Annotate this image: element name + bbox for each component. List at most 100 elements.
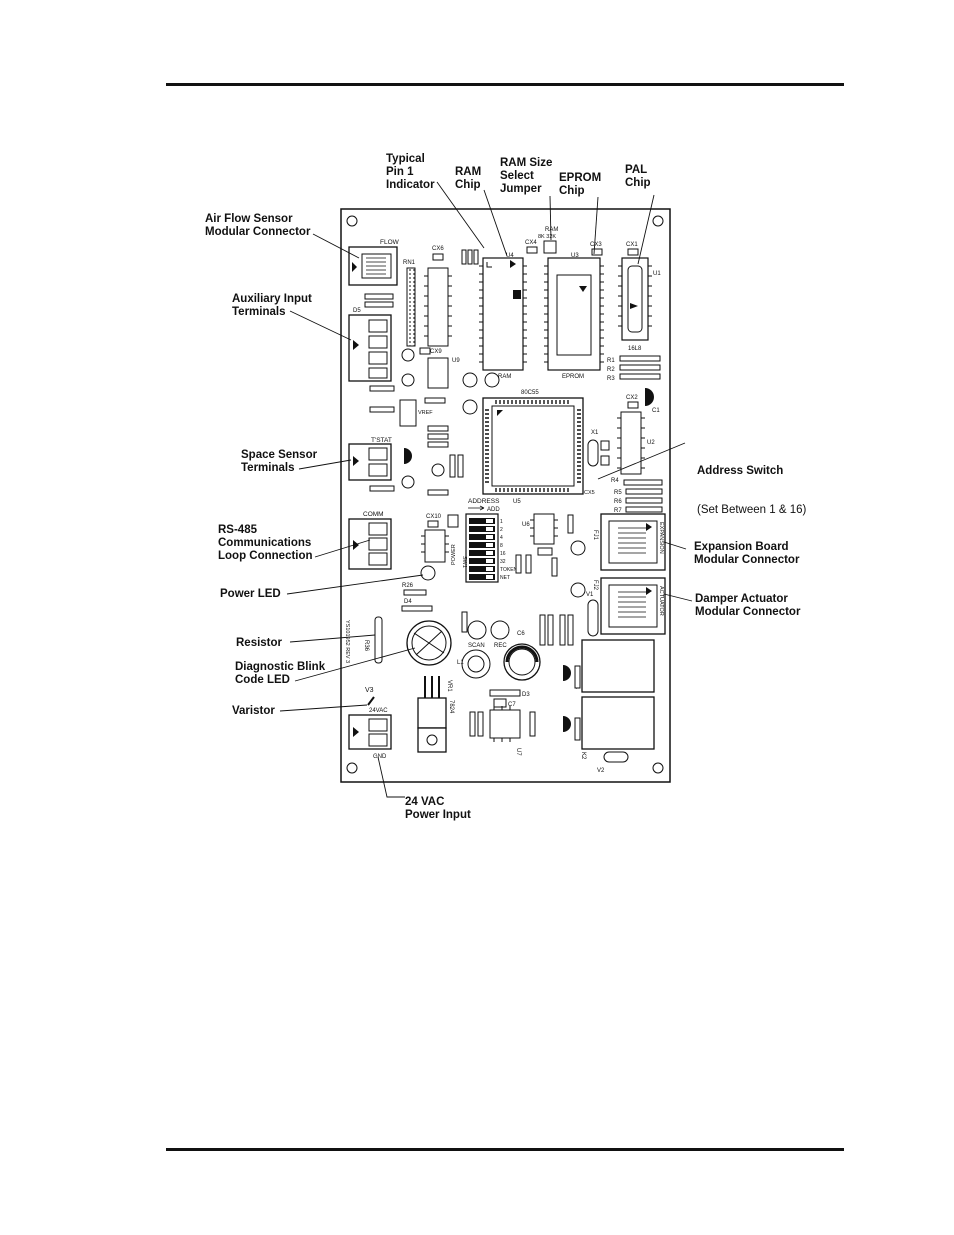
cx1-label: CX1 — [626, 242, 638, 248]
c9-cap — [462, 372, 478, 388]
dip-switch-knob — [486, 535, 493, 539]
u2-label: U2 — [647, 440, 655, 446]
dip-switch-label: 2 — [500, 527, 503, 533]
add-label: ADD — [487, 507, 500, 513]
address-switch-title: Address Switch — [697, 465, 784, 477]
dip-switch-knob — [486, 567, 493, 571]
c4-cap — [570, 582, 586, 598]
cx3-label: CX3 — [590, 242, 602, 248]
vac24-terminal-block — [348, 714, 392, 750]
dip-switch-knob — [486, 519, 493, 523]
ram-label: RAM — [498, 374, 511, 380]
r36-label: R36 — [363, 640, 369, 652]
u2-chip — [617, 411, 645, 475]
d4-label: D4 — [404, 599, 412, 605]
l1-inductor — [461, 649, 491, 679]
r19-r20-resistors — [449, 454, 464, 478]
dip-switch-8 — [469, 574, 495, 580]
cx6-cap — [432, 253, 444, 261]
v3-varistor — [367, 696, 375, 706]
cx2-cap — [627, 401, 639, 409]
flow-label: FLOW — [380, 239, 400, 246]
d5-label: D5 — [353, 308, 361, 314]
c5-cap — [537, 547, 553, 556]
dip-switch-4 — [469, 542, 495, 548]
diagnostic-led-callout: Diagnostic Blink Code LED — [235, 661, 326, 686]
dip-switch-7 — [469, 566, 495, 572]
power-label: POWER — [451, 544, 457, 565]
c14-cap — [401, 373, 415, 387]
v1-varistor — [587, 599, 599, 637]
u5-cpu-chip — [482, 397, 584, 495]
aux-input-callout: Auxiliary Input Terminals — [232, 293, 312, 318]
d1-diode — [574, 665, 581, 689]
fj1-label: FJ1 — [592, 530, 598, 541]
sw1-label: SW1 — [461, 556, 467, 568]
rs485-callout: RS-485 Communications Loop Connection — [218, 524, 313, 562]
cpu-label: 80C55 — [521, 390, 539, 396]
address-label: ADDRESS — [468, 498, 500, 505]
r1-r3-resistors — [619, 355, 661, 380]
r2-label: R2 — [607, 367, 615, 373]
u5-label: U5 — [513, 499, 521, 505]
u4-ram-chip — [479, 257, 527, 371]
c6-capacitor — [503, 643, 541, 681]
r26-resistor — [403, 589, 427, 596]
rec-led — [490, 620, 510, 640]
air-flow-sensor-callout: Air Flow Sensor Modular Connector — [205, 213, 311, 238]
fj1-expansion-connector — [600, 513, 666, 571]
pin1-indicator-callout: Typical Pin 1 Indicator — [386, 153, 435, 191]
vref-chip — [399, 399, 417, 427]
expansion-board-callout: Expansion Board Modular Connector — [694, 541, 800, 566]
v1-label: V1 — [586, 592, 594, 598]
r21-resistors — [461, 611, 468, 633]
k2-relay — [581, 696, 655, 750]
r3-label: R3 — [607, 376, 615, 382]
r26-label: R26 — [402, 583, 414, 589]
eprom-chip-callout: EPROM Chip — [559, 172, 602, 197]
d3-label: D3 — [522, 692, 530, 698]
d3-diode — [489, 689, 521, 697]
gnd-label: GND — [373, 754, 387, 760]
damper-actuator-callout: Damper Actuator Modular Connector — [695, 593, 801, 618]
v2-label: V2 — [597, 768, 605, 774]
dip-switch-6 — [469, 558, 495, 564]
dip-switch-knob — [486, 559, 493, 563]
c7-cap — [493, 698, 507, 708]
ram-size-jumper-callout: RAM Size Select Jumper — [500, 157, 553, 195]
c16-cap — [431, 463, 445, 477]
u11-transistor — [404, 448, 412, 464]
resistor-callout: Resistor — [236, 637, 283, 649]
r1-label: R1 — [607, 358, 615, 364]
dip-switch-label: 1 — [500, 519, 503, 525]
dip-switch-label: TOKEN — [500, 567, 518, 573]
dip-switch-1 — [469, 518, 495, 524]
cx9-label: CX9 — [430, 349, 442, 355]
c8-cap — [484, 372, 500, 388]
cx10-label: CX10 — [426, 514, 442, 520]
dip-switch-label: NET — [500, 575, 510, 581]
pal-part-label: 16L8 — [628, 346, 642, 352]
u6-label: U6 — [522, 522, 530, 528]
ram-chip-callout: RAM Chip — [455, 166, 482, 191]
r6-label: R6 — [614, 499, 622, 505]
v2-varistor — [603, 751, 629, 763]
expansion-silk: EXPANSION — [658, 522, 664, 554]
dip-switch-label: 4 — [500, 535, 503, 541]
l1-label: L1 — [457, 660, 464, 666]
u8-chip — [424, 267, 452, 347]
dip-switch-knob — [486, 527, 493, 531]
x1-crystal — [587, 439, 599, 467]
dip-switch-2 — [469, 526, 495, 532]
eprom-label: EPROM — [562, 374, 584, 380]
jumper-block — [447, 514, 459, 528]
dip-switch-knob — [486, 575, 493, 579]
c10-cap — [462, 399, 478, 415]
leader-lines — [279, 181, 693, 798]
c13-cap — [401, 348, 415, 362]
comm-terminal-block — [348, 518, 392, 570]
d2-diode — [574, 717, 581, 741]
c3-cap — [570, 540, 586, 556]
dip-switch-label: 32 — [500, 559, 506, 565]
cx5-label: CX5 — [584, 490, 595, 496]
